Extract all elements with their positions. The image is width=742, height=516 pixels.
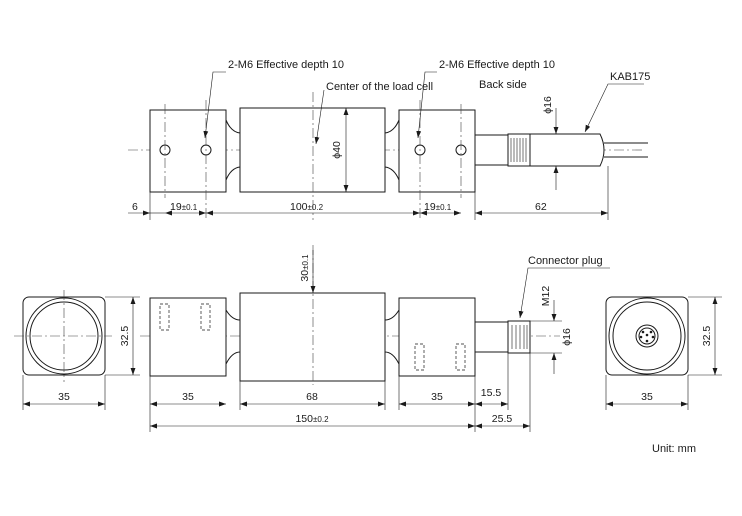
dim-right-end-width: 35: [641, 391, 653, 403]
dim-150: 150±0.2: [295, 413, 329, 425]
dim-62: 62: [535, 201, 547, 213]
cable-boot: [529, 133, 605, 167]
dim-100: 100±0.2: [290, 201, 324, 213]
dim-left-end-height: 32.5: [119, 326, 131, 347]
dim-phi40: ϕ40: [331, 141, 343, 159]
dim-15-5: 15.5: [481, 387, 502, 399]
right-end-view: [605, 296, 722, 410]
connector-socket-icon: [635, 324, 659, 348]
center-body-top: [239, 107, 386, 193]
cable-label: KAB175: [610, 71, 650, 83]
center-body-side: [239, 292, 386, 382]
dim-68: 68: [306, 391, 318, 403]
dim-19-right: 19±0.1: [424, 201, 452, 213]
left-end-view: [14, 290, 140, 410]
left-block-top: [149, 109, 227, 193]
dim-35-a: 35: [182, 391, 194, 403]
thread-label-left: 2-M6 Effective depth 10: [228, 59, 344, 71]
connector-plug: [507, 320, 531, 354]
dim-right-end-height: 32.5: [701, 326, 713, 347]
dim-m12: M12: [540, 286, 552, 307]
side-view: [14, 245, 722, 432]
dim-6: 6: [132, 201, 138, 213]
right-block-top: [398, 109, 476, 193]
connector-plug-label: Connector plug: [528, 255, 603, 267]
dim-19-left: 19±0.1: [170, 201, 198, 213]
dim-phi16-side: ϕ16: [561, 328, 573, 346]
dim-30: 30±0.1: [299, 254, 311, 282]
dim-25-5: 25.5: [492, 413, 513, 425]
thread-label-right: 2-M6 Effective depth 10: [439, 59, 555, 71]
back-side-label: Back side: [479, 79, 527, 91]
left-block-side: [149, 297, 227, 377]
right-block-side: [398, 297, 476, 377]
dim-phi16-top: ϕ16: [542, 96, 554, 114]
center-of-load-cell-label: Center of the load cell: [326, 81, 433, 93]
dim-left-end-width: 35: [58, 391, 70, 403]
units-note: Unit: mm: [652, 443, 696, 455]
top-view: [128, 71, 648, 220]
dim-35-b: 35: [431, 391, 443, 403]
